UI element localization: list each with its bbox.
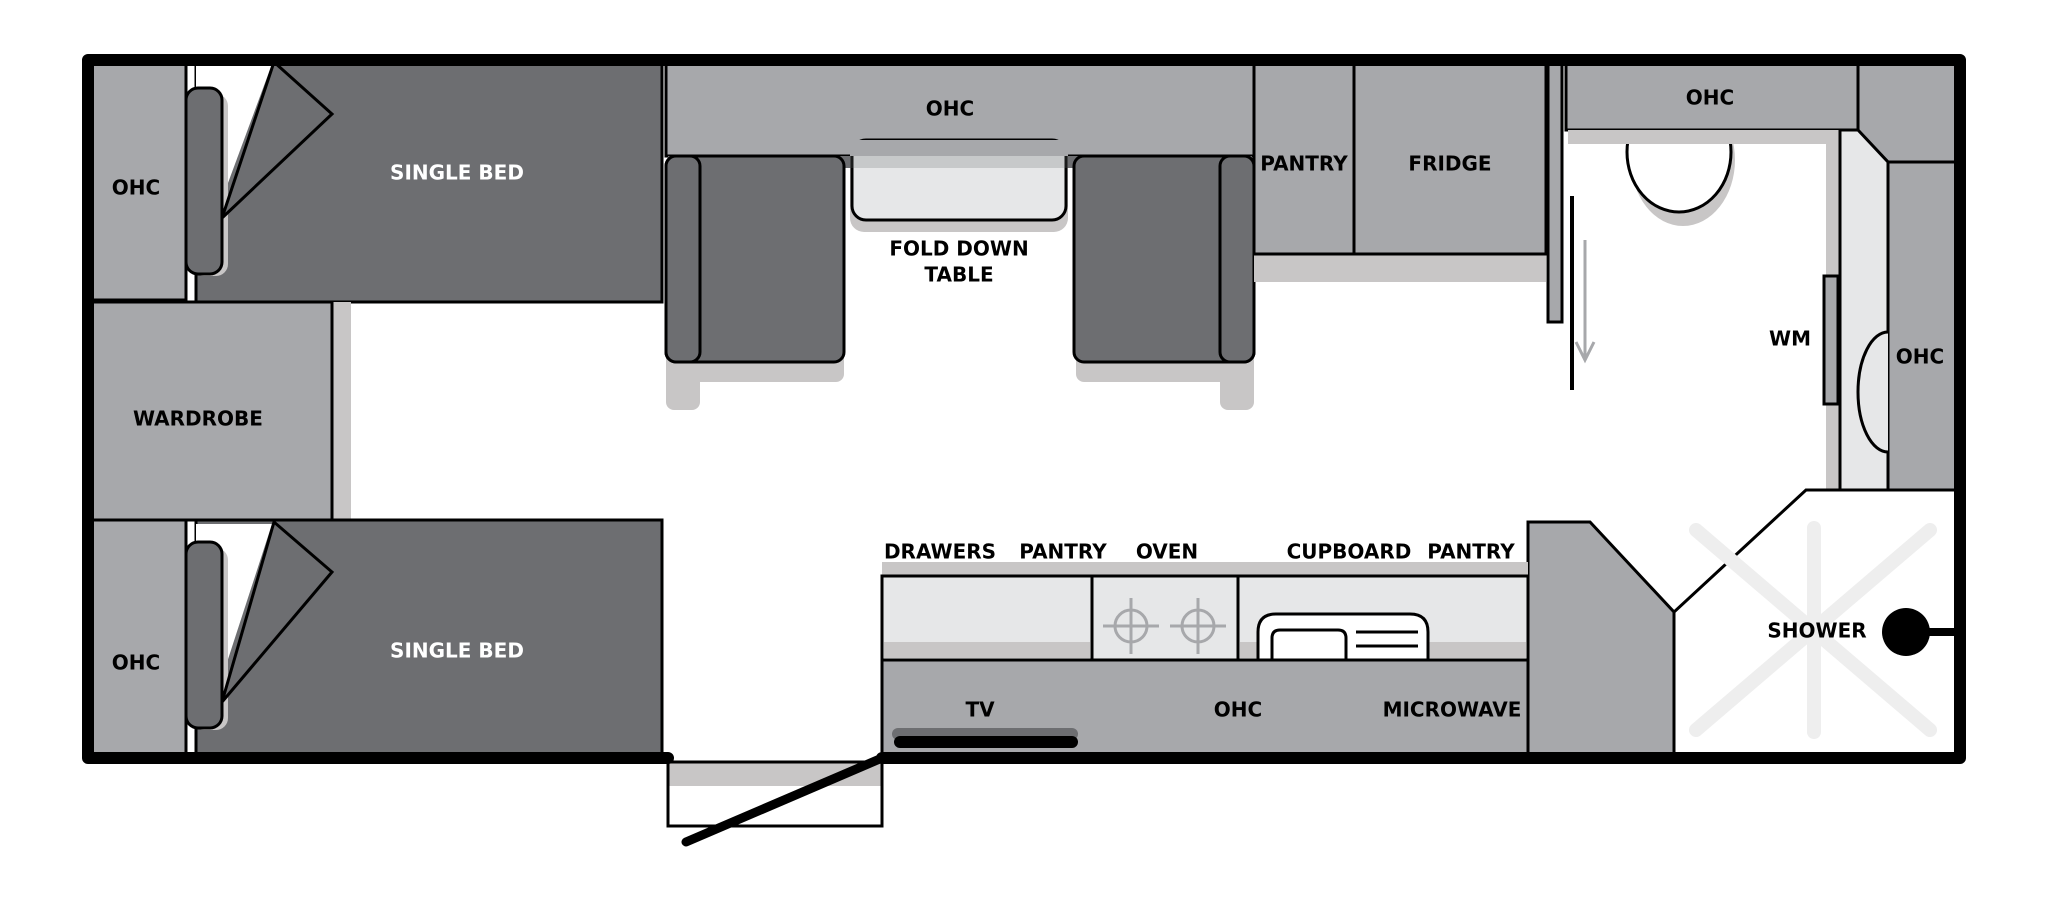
- seat-left-shadow-leg: [666, 350, 700, 410]
- bed-headboard-top: [184, 86, 224, 276]
- wardrobe: [86, 300, 334, 522]
- ohc-bathroom-top: [1564, 58, 1860, 132]
- sink-inner-icon: [1270, 628, 1348, 660]
- ohc-bathroom-top-label: OHC: [1686, 86, 1734, 110]
- kitchen-counter-lip: [884, 642, 1090, 658]
- entry-step: [666, 760, 884, 828]
- cupboard-label: CUPBOARD: [1287, 540, 1412, 564]
- ohc-bottom-left-label: OHC: [112, 651, 160, 675]
- pantry-top-label: PANTRY: [1260, 152, 1348, 176]
- fold-down-table-label-line1: FOLD DOWN: [889, 237, 1028, 261]
- fold-down-table-band: [850, 156, 1068, 168]
- tv-icon: [894, 736, 1078, 748]
- ohc-bathroom-top-shadow: [1568, 130, 1838, 144]
- fold-down-table-label-line2: TABLE: [924, 263, 993, 287]
- ohc-top-left: [86, 58, 188, 302]
- dinette-seat-left-back: [664, 154, 702, 364]
- tv-label: TV: [965, 698, 995, 722]
- dinette-seat-right-back: [1218, 154, 1256, 364]
- wardrobe-label: WARDROBE: [133, 407, 263, 431]
- microwave-label: MICROWAVE: [1383, 698, 1522, 722]
- single-bed-top-label: SINGLE BED: [390, 161, 524, 185]
- basin: [1856, 330, 1889, 454]
- ohc-top-center-label: OHC: [926, 97, 974, 121]
- burner-icon-left: [1103, 598, 1159, 654]
- ohc-kitchen-label: OHC: [1214, 698, 1262, 722]
- ohc-right: [1886, 160, 1962, 492]
- pantry-right-label: PANTRY: [1427, 540, 1515, 564]
- kitchen-counter-cooktop: [1090, 574, 1240, 662]
- burner-icon-right: [1170, 598, 1226, 654]
- pantry-kitchen-label: PANTRY: [1019, 540, 1107, 564]
- pantry-fridge-shadow: [1254, 254, 1546, 282]
- entry-door: [681, 753, 887, 847]
- wm-label: WM: [1769, 327, 1811, 351]
- oven-label: OVEN: [1136, 540, 1198, 564]
- shower-drain-star: [1689, 521, 1937, 739]
- washing-machine: [1822, 274, 1840, 406]
- bed-headboard-bottom: [184, 540, 224, 730]
- outer-wall: [82, 54, 1966, 764]
- ohc-right-label: OHC: [1896, 345, 1944, 369]
- door-slide-arrowhead: [1574, 341, 1596, 364]
- fridge: [1352, 58, 1548, 256]
- folded-sheet-bottom: [220, 519, 335, 703]
- bathroom-wall: [1546, 62, 1564, 324]
- wardrobe-shadow: [333, 302, 351, 520]
- shower-label: SHOWER: [1767, 619, 1866, 643]
- kitchen-counter-shadow: [882, 562, 1528, 576]
- single-bed-bottom-label: SINGLE BED: [390, 639, 524, 663]
- sink-bowl-icon: [1256, 612, 1430, 660]
- fold-down-table-cover: [850, 140, 1068, 156]
- seat-right-shadow-leg: [1220, 350, 1254, 410]
- ohc-bottom-left: [86, 518, 188, 760]
- ohc-top-left-label: OHC: [112, 176, 160, 200]
- drawers-label: DRAWERS: [884, 540, 996, 564]
- folded-sheet-top: [220, 59, 335, 220]
- fridge-label: FRIDGE: [1408, 152, 1491, 176]
